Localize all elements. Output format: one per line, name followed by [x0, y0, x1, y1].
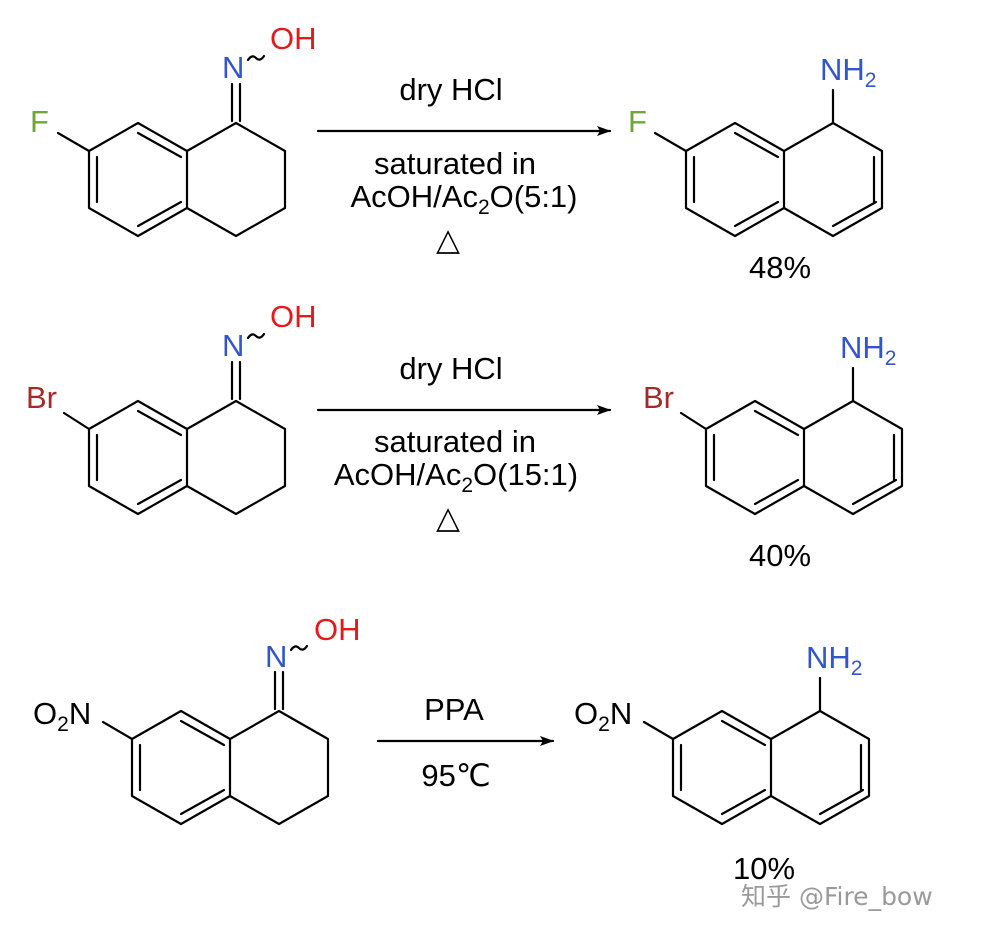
reagent-dry-hcl-2: dry HCl	[399, 351, 502, 386]
reagent-dry-hcl-1: dry HCl	[399, 72, 502, 107]
amine-label-1: NH2	[820, 52, 876, 92]
fluorine-label-product: F	[628, 104, 647, 139]
product-2-naphthylamine: Br NH2	[643, 330, 904, 516]
reagent-temperature: 95℃	[421, 758, 490, 793]
oxime-n-label-2: N	[222, 328, 244, 363]
yield-3: 10%	[733, 851, 795, 886]
reaction-1: F N OH dry HCl saturated in AcOH/Ac2O(5:…	[30, 21, 884, 285]
amine-label-3: NH2	[806, 640, 862, 680]
reactant-3-oxime: O2N N OH	[33, 612, 361, 826]
product-1-naphthylamine: F NH2	[628, 52, 884, 238]
reagent-solvent-line2-1: AcOH/Ac2O(5:1)	[350, 179, 577, 219]
reagent-ppa: PPA	[424, 692, 484, 727]
fluorine-label: F	[30, 104, 49, 139]
reaction-3: O2N N OH PPA 95℃ O2N NH2 10%	[33, 612, 871, 886]
oxime-oh-label: OH	[270, 21, 317, 56]
reaction-2: Br N OH dry HCl saturated in AcOH/Ac2O(1…	[26, 299, 904, 573]
nitro-label: O2N	[33, 696, 91, 736]
watermark: 知乎 @Fire_bow	[741, 882, 933, 911]
reactant-2-oxime: Br N OH	[26, 299, 317, 516]
oxime-oh-label-2: OH	[270, 299, 317, 334]
reagent-solvent-line1-1: saturated in	[374, 146, 536, 181]
heat-symbol-2: △	[436, 500, 460, 535]
nitro-label-product: O2N	[574, 696, 632, 736]
yield-1: 48%	[749, 250, 811, 285]
oxime-n-label: N	[222, 50, 244, 85]
reagent-solvent-line2-2: AcOH/Ac2O(15:1)	[334, 457, 578, 497]
bromine-label: Br	[26, 380, 57, 415]
reagent-solvent-line1-2: saturated in	[374, 424, 536, 459]
amine-label-2: NH2	[840, 330, 896, 370]
product-3-naphthylamine: O2N NH2	[574, 640, 871, 826]
reactant-1-oxime: F N OH	[30, 21, 317, 238]
oxime-oh-label-3: OH	[314, 612, 361, 647]
yield-2: 40%	[749, 538, 811, 573]
oxime-n-label-3: N	[265, 639, 287, 674]
heat-symbol-1: △	[436, 222, 460, 257]
bromine-label-product: Br	[643, 380, 674, 415]
